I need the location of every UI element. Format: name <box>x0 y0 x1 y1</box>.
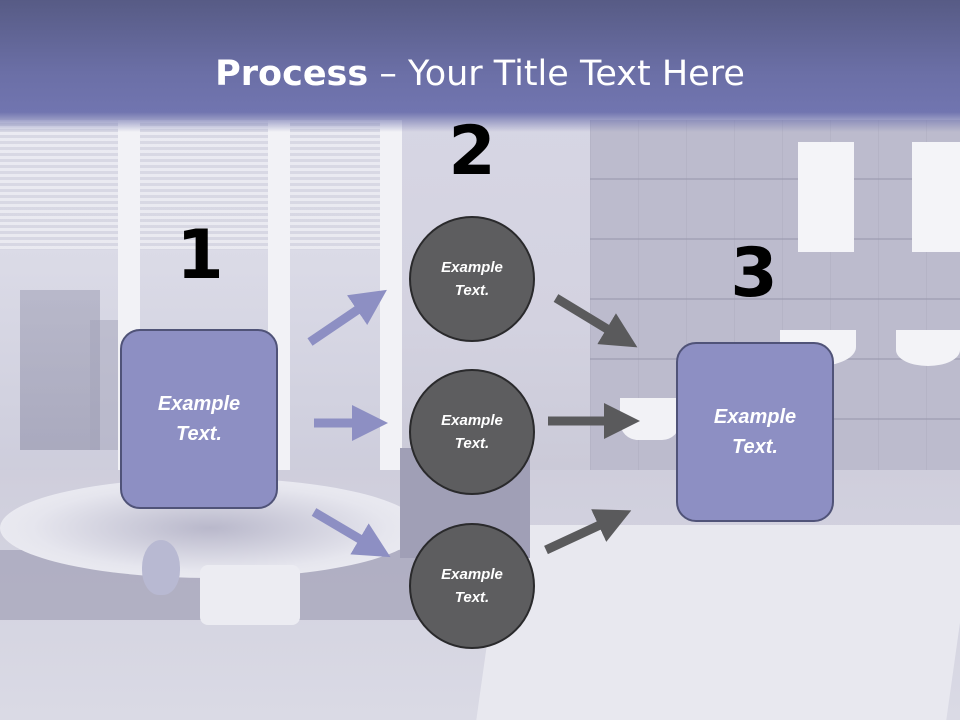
background-mirror <box>912 142 960 252</box>
circle-text: Example Text. <box>441 566 503 606</box>
background-city <box>20 290 100 450</box>
step-3-box-text: Example Text. <box>713 406 797 458</box>
background-towel <box>200 565 300 625</box>
step-2-circle-b: Example Text. <box>409 369 535 495</box>
title-rest: – Your Title Text Here <box>368 54 745 94</box>
slide-title: Process – Your Title Text Here <box>0 54 960 94</box>
background-vase <box>142 540 180 595</box>
arrow-2c-to-3 <box>544 509 632 555</box>
arrow-1-to-2c <box>311 508 391 558</box>
background-sink <box>896 330 960 366</box>
background-window-post <box>380 120 402 480</box>
step-2-circle-c: Example Text. <box>409 523 535 649</box>
circle-text: Example Text. <box>441 412 503 452</box>
step-number-2: 2 <box>448 112 496 191</box>
circle-text: Example Text. <box>441 259 503 299</box>
title-band <box>0 0 960 132</box>
step-3-box: Example Text. <box>676 342 834 522</box>
title-bold: Process <box>215 54 369 94</box>
step-number-1: 1 <box>176 216 224 295</box>
step-1-box-text: Example Text. <box>157 393 241 445</box>
step-number-3: 3 <box>730 234 778 313</box>
step-1-box: Example Text. <box>120 329 278 509</box>
background-mirror <box>798 142 854 252</box>
background-blinds <box>0 120 400 250</box>
step-2-circle-a: Example Text. <box>409 216 535 342</box>
arrow-2a-to-3 <box>553 294 638 348</box>
arrow-1-to-2a <box>307 289 387 346</box>
